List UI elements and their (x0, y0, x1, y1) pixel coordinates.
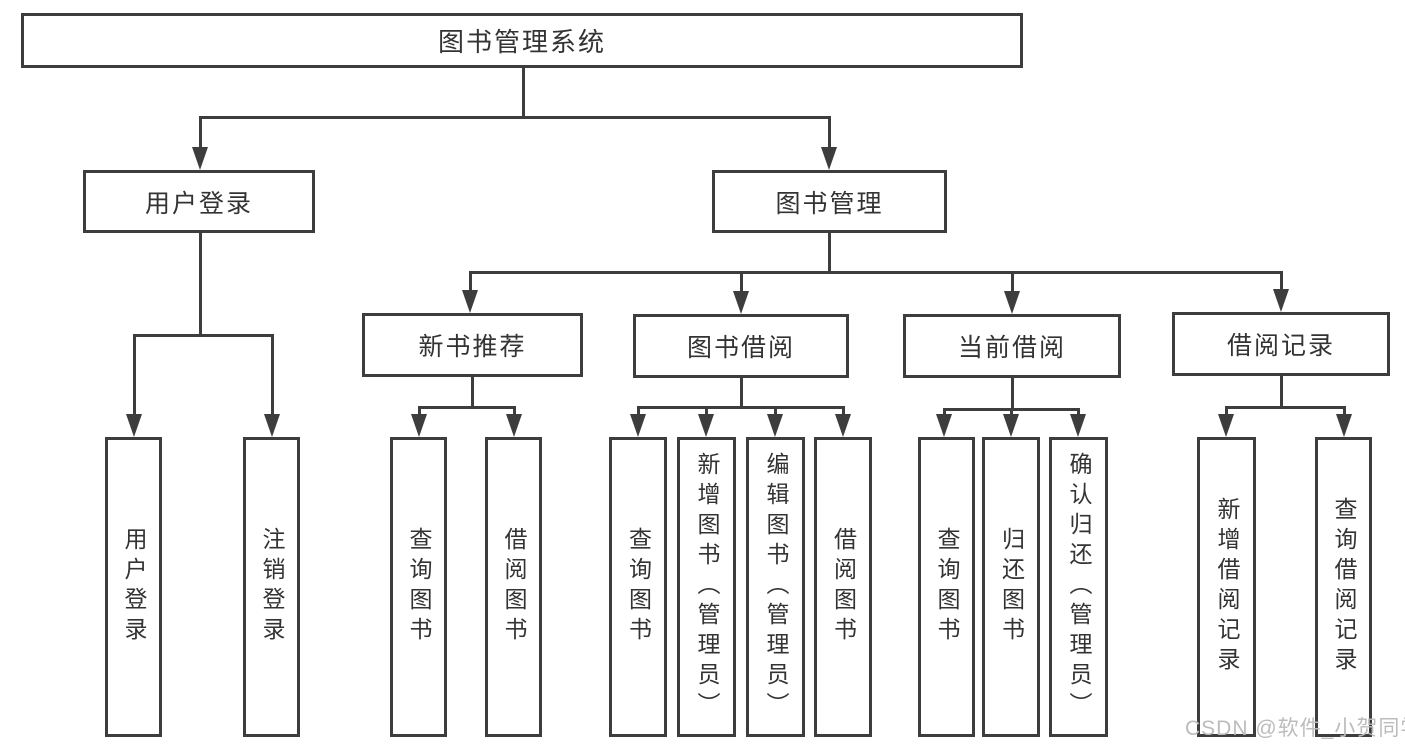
connector-line (1279, 376, 1283, 407)
node-label: 查询图书 (406, 527, 432, 647)
node-leaf-query-borrow-record: 查询借阅记录 (1315, 437, 1372, 737)
node-label: 图书管理系统 (437, 27, 606, 57)
connector-line (1279, 272, 1283, 294)
connector-line (739, 272, 743, 296)
connector-line (1224, 405, 1346, 409)
node-borrowing-records: 借阅记录 (1172, 312, 1390, 376)
node-label: 借阅图书 (830, 527, 857, 647)
connector-line (417, 407, 421, 419)
node-label: 编辑图书（管理员） (763, 452, 789, 722)
arrow-down-icon (767, 414, 783, 437)
node-leaf-borrow-books-1: 借阅图书 (485, 437, 542, 737)
watermark: CSDN @软件_小贺同学 (1185, 717, 1405, 740)
connector-line (468, 272, 472, 295)
node-label: 新增图书（管理员） (694, 452, 720, 722)
connector-line (132, 333, 274, 337)
node-new-book-recommend: 新书推荐 (362, 313, 583, 377)
connector-line (1010, 272, 1014, 296)
arrow-down-icon (630, 414, 646, 437)
connector-line (1342, 407, 1346, 419)
node-current-borrowing: 当前借阅 (903, 314, 1121, 378)
node-leaf-logout: 注销登录 (243, 437, 300, 737)
connector-line (417, 405, 516, 409)
arrow-down-icon (835, 414, 851, 437)
node-leaf-confirm-return-admin: 确认归还（管理员） (1049, 437, 1108, 737)
connector-line (636, 405, 845, 409)
connector-line (198, 233, 202, 335)
connector-line (773, 407, 777, 419)
arrow-down-icon (411, 414, 427, 437)
connector-line (270, 335, 274, 419)
arrow-down-icon (821, 147, 837, 170)
node-label: 借阅图书 (501, 527, 527, 647)
node-leaf-user-login: 用户登录 (105, 437, 162, 737)
arrow-down-icon (1336, 414, 1352, 437)
connector-line (198, 115, 831, 119)
node-leaf-edit-book-admin: 编辑图书（管理员） (746, 437, 805, 737)
arrow-down-icon (733, 291, 749, 314)
node-leaf-add-book-admin: 新增图书（管理员） (677, 437, 736, 737)
node-label: 借阅记录 (1226, 332, 1335, 360)
connector-line (1224, 407, 1228, 419)
connector-line (468, 270, 1283, 274)
arrow-down-icon (126, 414, 142, 437)
node-leaf-return-book: 归还图书 (982, 437, 1040, 737)
node-root: 图书管理系统 (21, 13, 1023, 68)
arrow-down-icon (1218, 414, 1234, 437)
connector-line (636, 407, 640, 419)
node-leaf-query-books-2: 查询图书 (609, 437, 667, 737)
node-book-borrowing: 图书借阅 (633, 314, 849, 378)
node-user-login: 用户登录 (83, 170, 315, 233)
node-label: 用户登录 (121, 527, 147, 647)
node-leaf-borrow-books-2: 借阅图书 (814, 437, 872, 737)
node-label: 查询图书 (625, 527, 652, 647)
connector-line (827, 117, 831, 152)
connector-line (198, 117, 202, 152)
arrow-down-icon (462, 290, 478, 313)
node-label: 当前借阅 (957, 334, 1066, 362)
node-leaf-query-books-3: 查询图书 (918, 437, 975, 737)
arrow-down-icon (698, 414, 714, 437)
connector-line (827, 233, 831, 272)
node-label: 查询图书 (934, 527, 960, 647)
arrow-down-icon (936, 414, 952, 437)
connector-line (132, 335, 136, 419)
arrow-down-icon (192, 147, 208, 170)
connector-line (841, 407, 845, 419)
node-label: 图书管理 (775, 189, 884, 218)
node-label: 新增借阅记录 (1214, 497, 1240, 677)
node-label: 新书推荐 (418, 333, 527, 361)
arrow-down-icon (1003, 414, 1019, 437)
node-book-management: 图书管理 (712, 170, 947, 233)
node-label: 归还图书 (998, 527, 1025, 647)
connector-line (521, 68, 525, 117)
node-label: 确认归还（管理员） (1066, 452, 1092, 722)
connector-line (512, 407, 516, 419)
connector-line (704, 407, 708, 419)
node-label: 图书借阅 (686, 334, 795, 362)
connector-line (1010, 378, 1014, 409)
connector-line (739, 378, 743, 407)
arrow-down-icon (1273, 289, 1289, 312)
arrow-down-icon (506, 414, 522, 437)
node-leaf-query-books-1: 查询图书 (390, 437, 447, 737)
arrow-down-icon (264, 414, 280, 437)
node-label: 查询借阅记录 (1331, 497, 1357, 677)
arrow-down-icon (1070, 414, 1086, 437)
connector-line (470, 377, 474, 407)
node-label: 注销登录 (259, 527, 285, 647)
node-leaf-add-borrow-record: 新增借阅记录 (1197, 437, 1256, 737)
arrow-down-icon (1004, 291, 1020, 314)
node-label: 用户登录 (144, 189, 253, 218)
